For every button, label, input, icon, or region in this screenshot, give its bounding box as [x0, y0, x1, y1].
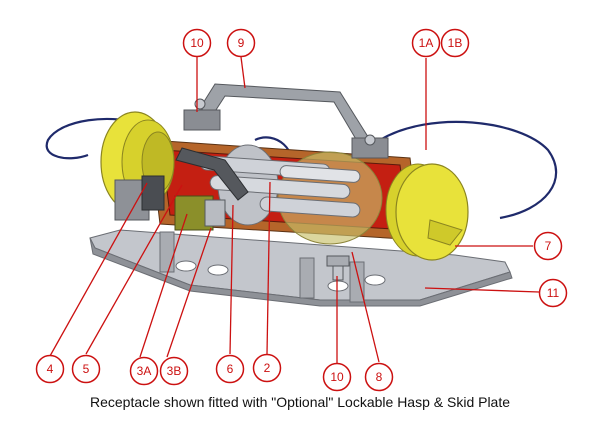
svg-text:1A: 1A	[419, 36, 434, 50]
callout-10-bottom: 10	[322, 362, 352, 392]
callout-8: 8	[364, 362, 394, 392]
skid-plate	[89, 229, 513, 307]
svg-text:5: 5	[83, 362, 90, 376]
svg-text:6: 6	[227, 362, 234, 376]
callout-10-top: 10	[182, 28, 212, 58]
callout-4: 4	[35, 354, 65, 384]
left-clamp	[114, 175, 165, 221]
svg-text:10: 10	[190, 36, 204, 50]
svg-text:2: 2	[264, 361, 271, 375]
svg-text:8: 8	[376, 370, 383, 384]
callout-6: 6	[215, 354, 245, 384]
callout-11: 11	[538, 278, 568, 308]
callout-1a: 1A	[411, 28, 441, 58]
diagram-caption: Receptacle shown fitted with "Optional" …	[89, 394, 511, 410]
svg-text:10: 10	[330, 370, 344, 384]
leader-lines	[49, 56, 540, 363]
bottom-bolt	[326, 255, 350, 281]
callout-3a: 3A	[129, 356, 159, 386]
callout-5: 5	[71, 354, 101, 384]
callout-2: 2	[252, 353, 282, 383]
right-yellow-cap	[385, 163, 469, 261]
svg-text:1B: 1B	[448, 36, 463, 50]
callout-3b: 3B	[159, 356, 189, 386]
callout-9: 9	[226, 28, 256, 58]
svg-text:7: 7	[545, 239, 552, 253]
svg-text:3B: 3B	[167, 364, 182, 378]
callouts: 10 9 1A 1B 7 11 8 10 2 6 3B 3A 5 4	[35, 28, 568, 392]
svg-text:9: 9	[238, 36, 245, 50]
callout-7: 7	[533, 231, 563, 261]
lockable-hasp	[183, 83, 389, 159]
svg-text:4: 4	[47, 362, 54, 376]
svg-text:3A: 3A	[137, 364, 152, 378]
switch-block	[174, 147, 249, 231]
svg-text:11: 11	[547, 286, 560, 300]
callout-1b: 1B	[440, 28, 470, 58]
